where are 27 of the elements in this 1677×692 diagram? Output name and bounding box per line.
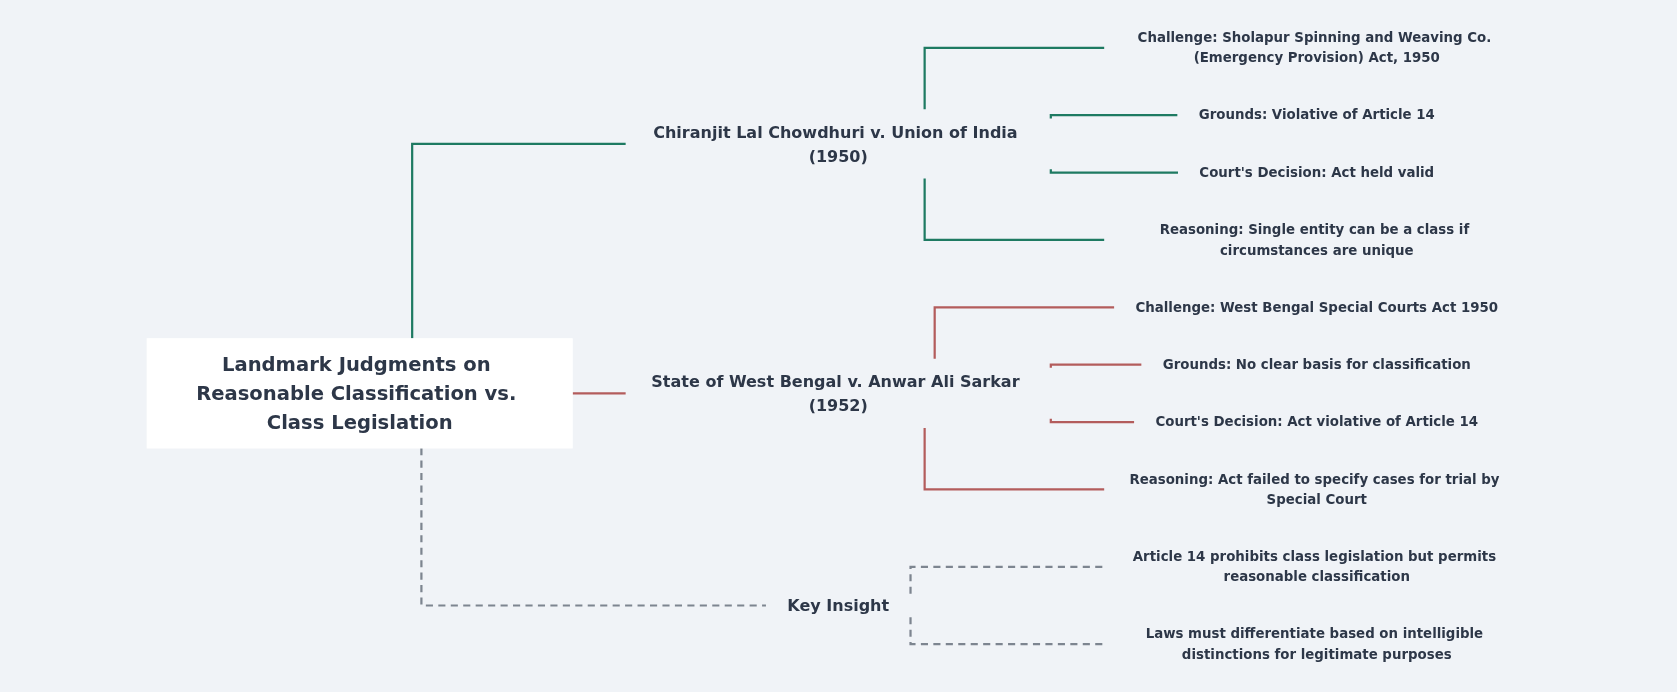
node-text: Reasoning: Single entity can be a class if circumstances are unique	[1159, 221, 1470, 258]
node-text: Grounds: No clear basis for classification	[1162, 356, 1472, 373]
node-text: Grounds: Violative of Article 14	[1198, 106, 1436, 123]
node-text: Laws must differentiate based on intelligible distinctions for legitimate purposes	[1145, 625, 1484, 662]
connector	[571, 392, 626, 395]
node-text: Key Insight	[787, 596, 890, 615]
node-text: Court's Decision: Act held valid	[1199, 164, 1435, 181]
node-text: Article 14 prohibits class legislation but permits reasonable classification	[1133, 548, 1497, 585]
connector	[1049, 418, 1135, 424]
node-box: Landmark Judgments on Reasonable Classification vs. Class Legislation	[146, 338, 573, 449]
connector	[909, 617, 1105, 646]
node-text: Challenge: Sholapur Spinning and Weaving Co. (Emergency Provision) Act, 1950	[1137, 29, 1492, 66]
node-text: Court's Decision: Act violative of Article 14	[1155, 413, 1479, 430]
connector	[1049, 169, 1179, 174]
node-text: State of West Bengal v. Anwar Ali Sarkar (1952)	[651, 372, 1020, 415]
node-text: Challenge: West Bengal Special Courts Act 1950	[1135, 299, 1499, 316]
node-text: Chiranjit Lal Chowdhuri v. Union of India (1950)	[653, 122, 1018, 166]
node-text: Reasoning: Act failed to specify cases for trial by Special Court	[1129, 471, 1500, 508]
connector	[933, 306, 1115, 359]
connector	[909, 565, 1105, 594]
connector	[1049, 114, 1178, 119]
connector	[923, 178, 1105, 242]
connector	[923, 46, 1105, 110]
connector	[420, 448, 767, 607]
connector	[1049, 363, 1142, 368]
connector	[411, 142, 626, 339]
connector	[923, 428, 1105, 491]
